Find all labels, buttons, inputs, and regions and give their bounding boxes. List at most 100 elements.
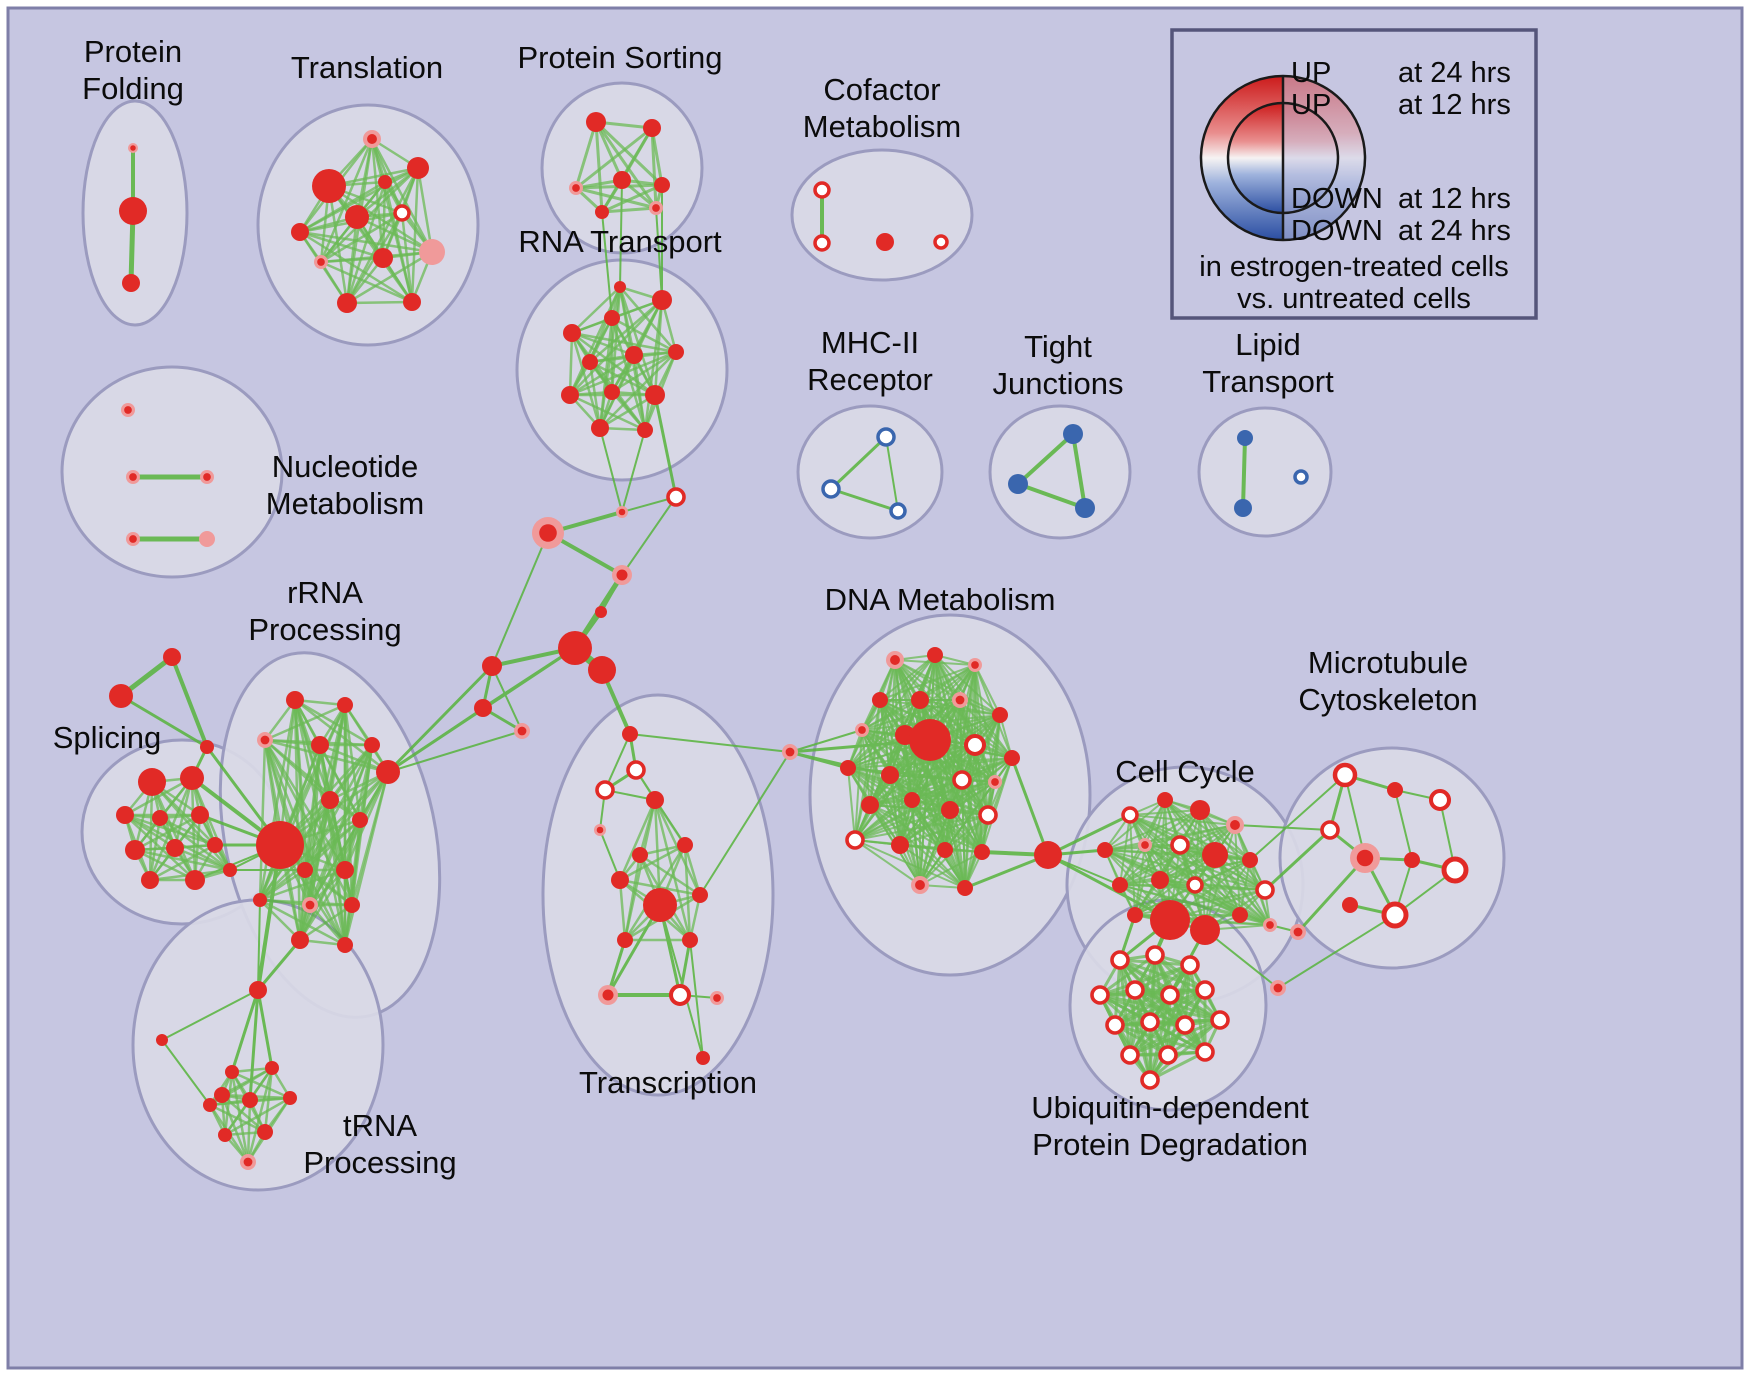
network-edge: [653, 393, 678, 499]
legend-footer: in estrogen-treated cells: [1199, 251, 1509, 283]
network-node-up-regulated-node: [474, 699, 492, 717]
network-node-up-regulated-node: [286, 691, 304, 709]
network-edge: [1204, 929, 1279, 989]
cluster-label-microtubule-cytoskeleton: Cytoskeleton: [1298, 682, 1477, 717]
network-node-halo-node: [539, 524, 557, 542]
network-node-up-regulated-node: [265, 1061, 279, 1075]
network-edge: [650, 126, 658, 210]
network-node-open-ring-node: [626, 760, 646, 780]
network-node-up-regulated-node: [595, 606, 607, 618]
network-edge: [598, 393, 657, 430]
network-edge: [789, 729, 863, 753]
network-node-up-regulated-node: [1387, 782, 1403, 798]
network-edge: [889, 757, 1013, 776]
network-node-up-regulated-node: [927, 647, 943, 663]
network-edge: [308, 903, 347, 947]
network-node-halo-node: [1266, 921, 1274, 929]
network-edge: [1194, 884, 1266, 891]
network-node-up-regulated-node: [249, 981, 267, 999]
network-edge: [1148, 1018, 1222, 1082]
network-edge: [610, 350, 678, 394]
network-node-up-regulated-node: [373, 248, 393, 268]
network-edge: [1204, 824, 1236, 931]
legend-row-direction: DOWN: [1291, 183, 1383, 215]
network-edge: [618, 843, 687, 882]
cluster-label-cofactor-metabolism: Cofactor: [823, 72, 940, 107]
network-node-halo-node: [317, 258, 325, 266]
network-node-open-ring-node: [1170, 835, 1190, 855]
network-edge: [246, 1098, 252, 1164]
network-edge: [345, 250, 434, 305]
network-edge: [1010, 756, 1050, 857]
network-edge: [303, 743, 374, 872]
network-node-up-regulated-node: [682, 932, 698, 948]
cluster-label-tight-junctions: Junctions: [993, 366, 1124, 401]
network-node-up-regulated-node: [1151, 871, 1169, 889]
network-edge: [635, 769, 686, 846]
network-node-up-regulated-node: [256, 821, 304, 869]
network-edge: [278, 698, 297, 847]
network-node-up-regulated-node: [643, 888, 677, 922]
network-edge: [133, 813, 202, 852]
network-node-up-regulated-node: [283, 1091, 297, 1105]
network-node-open-ring-node: [963, 733, 987, 757]
network-node-up-regulated-node: [156, 1034, 168, 1046]
network-node-up-regulated-node: [909, 719, 951, 761]
network-edge: [594, 120, 624, 182]
cluster-label-dna-metabolism: DNA Metabolism: [825, 582, 1056, 617]
network-node-open-ring-node: [1186, 876, 1204, 894]
network-edge: [1118, 958, 1152, 1082]
network-edge: [638, 853, 702, 897]
network-node-up-regulated-node: [558, 631, 592, 665]
network-node-up-regulated-node: [622, 726, 638, 742]
network-edge: [258, 868, 307, 902]
network-edge: [303, 798, 332, 872]
network-node-up-regulated-node: [595, 205, 609, 219]
network-node-up-regulated-node: [1112, 877, 1128, 893]
network-edge: [899, 814, 989, 846]
network-node-open-ring-node: [1320, 820, 1340, 840]
network-edge: [1098, 953, 1157, 997]
network-edge: [319, 260, 414, 304]
network-node-up-regulated-node: [974, 844, 990, 860]
network-node-up-regulated-node: [376, 760, 400, 784]
network-node-up-regulated-node: [957, 880, 973, 896]
network-node-up-regulated-node: [643, 119, 661, 137]
network-node-halo-node: [260, 735, 270, 745]
network-node-up-regulated-node: [203, 1098, 217, 1112]
network-node-open-ring-node: [666, 487, 686, 507]
cluster-label-translation: Translation: [291, 50, 443, 85]
network-node-open-ring-node: [1120, 1045, 1140, 1065]
network-edge: [1148, 988, 1207, 1024]
network-edge: [963, 853, 1050, 890]
network-node-up-regulated-node: [218, 1128, 232, 1142]
network-edge: [659, 904, 704, 1059]
network-node-up-regulated-node: [1127, 907, 1143, 923]
network-edge: [847, 767, 856, 841]
network-node-halo-node: [203, 473, 211, 481]
network-edge: [1183, 963, 1192, 1027]
network-edge: [604, 733, 631, 791]
network-edge: [319, 211, 404, 264]
network-node-open-ring-node: [952, 770, 972, 790]
cluster-label-protein-sorting: Protein Sorting: [517, 40, 722, 75]
network-node-up-regulated-node: [378, 175, 392, 189]
network-edge: [829, 435, 888, 491]
network-edge: [889, 774, 901, 846]
network-edge: [298, 230, 414, 304]
network-edge: [1133, 963, 1192, 992]
network-edge: [588, 298, 664, 364]
network-node-up-regulated-node: [632, 847, 648, 863]
network-edge: [601, 211, 613, 319]
network-node-up-regulated-node: [586, 112, 606, 132]
network-node-up-regulated-node: [941, 801, 959, 819]
network-node-up-regulated-node: [645, 385, 665, 405]
network-edge: [683, 843, 702, 897]
network-edge: [1016, 432, 1075, 486]
network-node-open-ring-node: [393, 204, 411, 222]
network-node-up-regulated-node: [225, 1065, 239, 1079]
network-edge: [610, 316, 647, 432]
network-node-up-regulated-node: [646, 791, 664, 809]
network-edge: [257, 899, 261, 991]
network-node-blue-ring-node: [821, 479, 841, 499]
